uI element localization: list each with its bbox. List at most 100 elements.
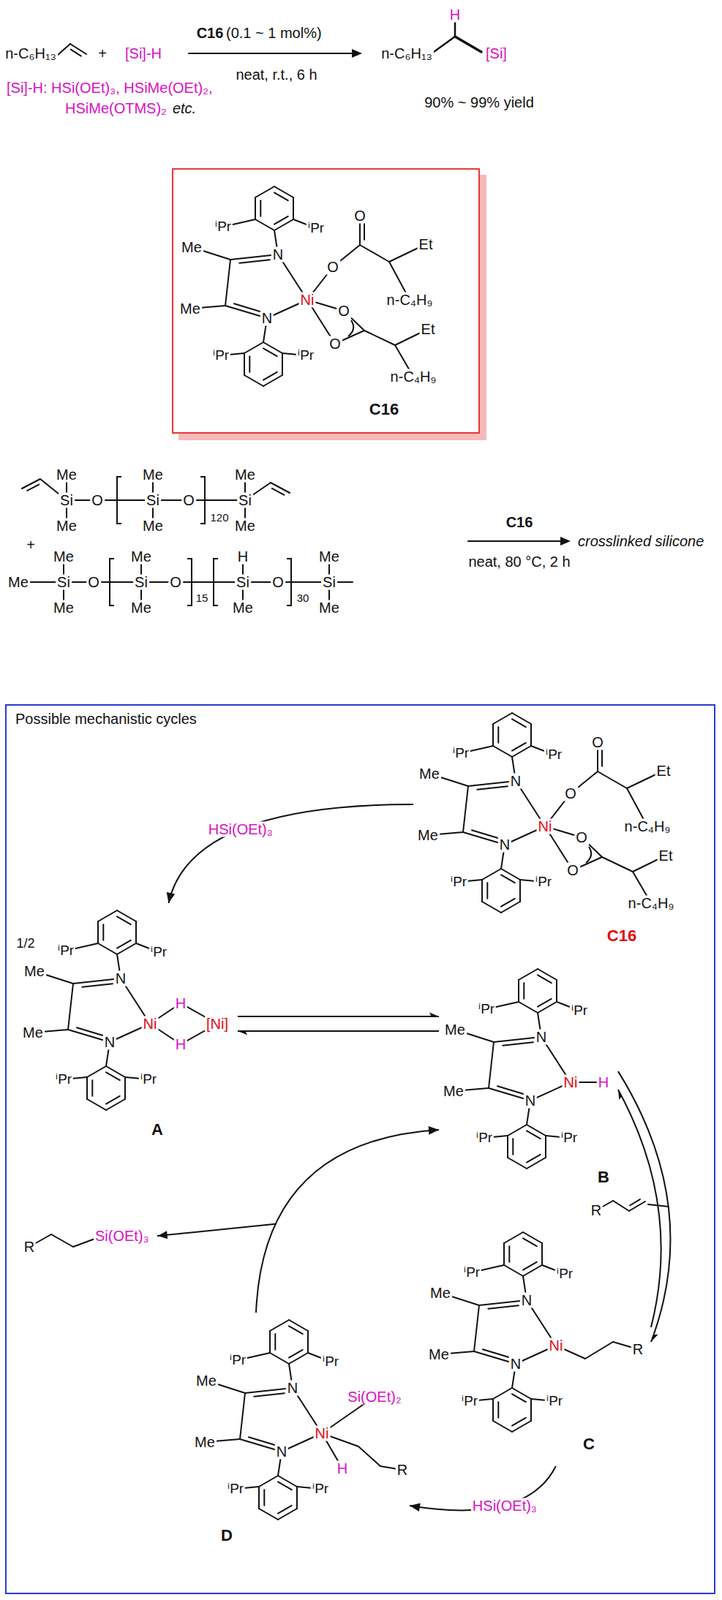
aryl-ring	[506, 1136, 509, 1158]
arrow-line	[237, 1030, 439, 1033]
aryl-ring	[482, 901, 502, 913]
double-bond	[239, 259, 270, 263]
double-bond	[81, 983, 113, 987]
repeat-count: 30	[295, 592, 311, 605]
chem-label: Me	[6, 574, 30, 591]
complex-structure: MeMeNNNiⁱPrⁱPrⁱPrⁱPrSi(OEt)₂HRD	[190, 1313, 410, 1555]
atom-label: N	[271, 247, 285, 263]
chem-label: O	[181, 493, 197, 509]
compound-label: B	[596, 1168, 611, 1186]
aryl-ring	[530, 724, 532, 747]
aryl-ring	[501, 869, 521, 881]
atom-label: Me	[417, 766, 442, 782]
aryl-ring	[503, 1243, 505, 1266]
reagent-label: HSi(OEt)₃	[471, 1498, 539, 1514]
arrow-line	[618, 1089, 662, 1328]
bond-line	[629, 1201, 646, 1212]
reaction-arrow	[237, 1012, 439, 1036]
atom-label: Me	[179, 239, 204, 256]
atom-label: Et	[657, 848, 675, 864]
aryl-ring	[501, 899, 515, 908]
atom-label: N	[534, 1029, 548, 1046]
atom-label: n-C₄H₉	[626, 896, 676, 912]
substituent-label: ⁱPr	[321, 1354, 341, 1370]
substituent-label: ⁱPr	[56, 943, 76, 959]
atom-label: Ni	[299, 292, 317, 308]
atom-label: Ni	[313, 1426, 331, 1442]
aryl-ring	[512, 1388, 532, 1400]
atom-label: Ni	[141, 1016, 159, 1033]
chem-label: C16	[195, 25, 226, 41]
arrow-line	[256, 1130, 439, 1314]
reaction-arrow-head	[351, 49, 363, 58]
aryl-ring	[501, 874, 515, 883]
half-arrow-head	[651, 1335, 659, 1343]
chem-label: Si	[58, 493, 75, 509]
chem-label: crosslinked silicone	[576, 534, 706, 550]
complex-structure: MeMeNNNiⁱPrⁱPrⁱPrⁱPrHB	[438, 961, 619, 1204]
half-arrow-head	[237, 1031, 248, 1036]
chem-label: Si	[237, 493, 254, 509]
aryl-ring	[263, 342, 283, 354]
atom-label: n-C₄H₉	[389, 369, 439, 385]
bond-line	[57, 43, 71, 56]
bond-line	[585, 1342, 614, 1360]
aryl-ring	[523, 1265, 543, 1277]
reaction-arrow	[618, 1071, 671, 1343]
aryl-ring	[288, 1326, 303, 1335]
aryl-ring	[508, 1246, 510, 1263]
substituent-label: ⁱPr	[226, 1482, 246, 1497]
bond-line	[225, 259, 231, 306]
aryl-ring	[274, 219, 294, 231]
aryl-ring	[117, 943, 137, 955]
aryl-ring	[98, 943, 118, 955]
aryl-ring	[106, 1096, 120, 1105]
atom-label: Et	[419, 321, 437, 338]
double-bond	[482, 1349, 510, 1358]
aryl-ring	[258, 1509, 278, 1521]
delocalized-bond	[348, 320, 354, 337]
repeat-bracket	[117, 476, 122, 524]
aryl-ring	[512, 713, 532, 725]
double-bond	[76, 1027, 104, 1036]
aryl-ring	[263, 375, 283, 387]
bond-line	[359, 245, 390, 262]
aryl-ring	[493, 1388, 513, 1400]
atom-label: O	[336, 303, 352, 319]
chem-label: Si	[321, 574, 338, 591]
atom-label: Me	[416, 828, 440, 844]
aryl-ring	[244, 342, 264, 354]
repeat-count: 15	[194, 592, 210, 605]
aryl-ring	[288, 1320, 308, 1332]
aryl-ring	[519, 880, 521, 902]
atom-label: Et	[417, 237, 435, 253]
aryl-ring	[277, 1476, 297, 1488]
aryl-ring	[106, 1066, 126, 1078]
atom-label: O	[563, 786, 578, 802]
bond-line	[488, 1042, 494, 1089]
atom-label: Me	[427, 1347, 451, 1363]
panel-heading: Possible mechanistic cycles	[13, 711, 199, 728]
aryl-ring	[504, 1232, 524, 1244]
atom-label: N	[509, 1356, 523, 1373]
reaction-arrow	[166, 804, 414, 904]
aryl-ring	[512, 1418, 526, 1427]
substituent-label: ⁱPr	[555, 1266, 575, 1282]
bond-line	[433, 36, 455, 52]
aryl-ring	[526, 1157, 546, 1169]
atom-label: O	[590, 735, 605, 751]
chem-label: Me	[317, 600, 341, 616]
chem-label: n-C₆H₁₃	[379, 46, 434, 62]
compound-label: D	[219, 1527, 235, 1545]
atom-label: H	[174, 1037, 188, 1053]
bond-line	[364, 330, 396, 346]
chem-label: Me	[54, 518, 79, 535]
atom-label: Et	[655, 763, 673, 780]
compound-label: C16	[605, 927, 638, 945]
atom-label: Me	[193, 1435, 217, 1451]
aryl-ring	[501, 901, 521, 913]
aryl-ring	[259, 200, 262, 217]
atom-label: Ni	[547, 1338, 565, 1355]
substituent-label: ⁱPr	[534, 874, 554, 890]
